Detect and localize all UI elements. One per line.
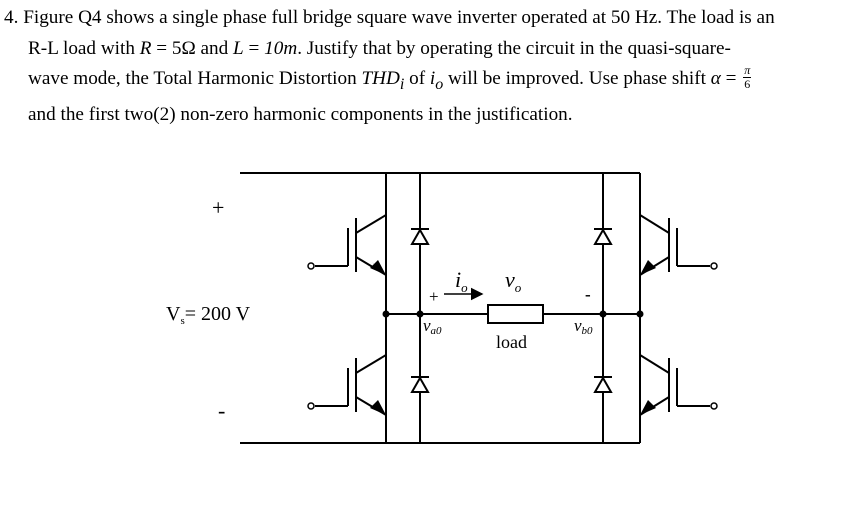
question-line-2: R-L load with R = 5Ω and L = 10m. Justif… xyxy=(4,34,850,65)
vo-label: vo xyxy=(505,267,522,295)
load-resistor xyxy=(487,304,544,324)
vo-symbol: v xyxy=(505,267,515,292)
source-symbol: V xyxy=(166,303,181,325)
vo-subscript: o xyxy=(515,280,522,295)
emitter-arrow-icon xyxy=(640,260,656,275)
vb0-label: vb0 xyxy=(574,316,593,337)
text-segment: = 5Ω and xyxy=(151,37,234,59)
io-subscript-diagram: o xyxy=(461,280,468,295)
junction-dot xyxy=(416,310,424,318)
io-symbol-diagram: i xyxy=(455,267,461,292)
va0-plus-sign: + xyxy=(429,287,439,306)
va0-subscript: a0 xyxy=(431,325,443,337)
text-segment: . Justify that by operating the circuit … xyxy=(297,37,731,59)
gate-terminal-icon xyxy=(710,402,718,410)
question-text: 4. Figure Q4 shows a single phase full b… xyxy=(4,3,850,131)
junction-dot xyxy=(382,310,390,318)
source-minus-sign: - xyxy=(218,398,225,423)
alpha-symbol: α xyxy=(710,68,721,89)
emitter-arrow-icon xyxy=(370,400,386,415)
text-segment: = xyxy=(243,37,265,59)
va0-label: va0 xyxy=(423,316,442,337)
thd-symbol: THD xyxy=(361,68,400,89)
junction-dot xyxy=(599,310,607,318)
fraction-denominator: 6 xyxy=(744,77,751,92)
gate-terminal-icon xyxy=(307,402,315,410)
inductance-value: 10m xyxy=(264,37,298,59)
vb0-symbol: v xyxy=(574,316,582,335)
diode-icon xyxy=(410,227,430,245)
source-plus-sign: + xyxy=(212,195,224,220)
resistance-symbol: R xyxy=(139,37,152,59)
question-line-1-text: 4. Figure Q4 shows a single phase full b… xyxy=(4,7,775,28)
inductance-symbol: L xyxy=(233,37,244,59)
text-segment: = xyxy=(720,68,742,89)
io-label: io xyxy=(455,267,468,295)
junction-dot xyxy=(636,310,644,318)
question-line-4: and the first two(2) non-zero harmonic c… xyxy=(4,100,850,131)
text-segment: R-L load with xyxy=(28,37,140,59)
source-value: = 200 V xyxy=(185,303,251,325)
load-label: load xyxy=(496,332,527,352)
io-symbol: i xyxy=(429,68,436,89)
text-segment: will be improved. Use phase shift xyxy=(443,68,711,89)
emitter-arrow-icon xyxy=(640,400,656,415)
question-line-1: 4. Figure Q4 shows a single phase full b… xyxy=(4,3,850,34)
question-line-4-text: and the first two(2) non-zero harmonic c… xyxy=(28,104,573,126)
question-line-3: wave mode, the Total Harmonic Distortion… xyxy=(4,64,850,100)
thd-subscript: i xyxy=(399,75,405,93)
va0-symbol: v xyxy=(423,316,431,335)
diode-icon xyxy=(410,375,430,393)
gate-terminal-icon xyxy=(710,262,718,270)
gate-terminal-icon xyxy=(307,262,315,270)
text-segment: of xyxy=(404,68,430,89)
text-segment: wave mode, the Total Harmonic Distortion xyxy=(28,68,362,89)
vb0-subscript: b0 xyxy=(582,325,594,337)
vb0-minus-sign: - xyxy=(585,285,591,304)
diode-icon xyxy=(593,227,613,245)
diode-icon xyxy=(593,375,613,393)
io-subscript: o xyxy=(435,75,444,93)
source-subscript: s xyxy=(180,315,184,327)
fraction-numerator: π xyxy=(743,63,752,79)
source-voltage-label: Vs= 200 V xyxy=(166,303,251,327)
emitter-arrow-icon xyxy=(370,260,386,275)
